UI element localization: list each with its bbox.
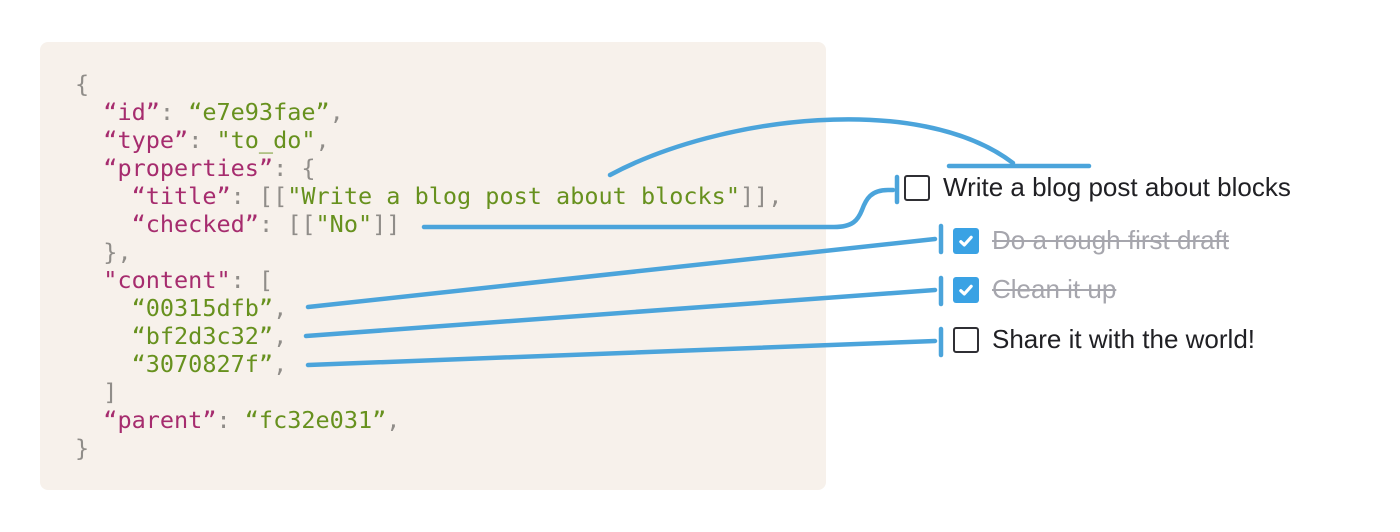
code-line: { (75, 70, 90, 98)
todo-item: Clean it up (953, 271, 1116, 309)
todo-checkbox-unchecked-icon[interactable] (904, 175, 930, 201)
code-line: “00315dfb”, (131, 294, 288, 322)
json-code-panel: { “id”: “e7e93fae”, “type”: "to_do", “pr… (40, 42, 826, 490)
todo-item: Write a blog post about blocks (904, 169, 1291, 207)
code-line: "content": [ (103, 266, 274, 294)
code-line: } (75, 434, 90, 462)
checkmark-icon (959, 235, 973, 247)
todo-item: Share it with the world! (953, 321, 1255, 359)
todo-item: Do a rough first draft (953, 222, 1229, 260)
todo-label: Share it with the world! (992, 324, 1256, 355)
code-line: “type”: "to_do", (103, 126, 330, 154)
todo-checkbox-checked-icon[interactable] (953, 277, 979, 303)
todo-label: Write a blog post about blocks (943, 172, 1291, 203)
code-line: “id”: “e7e93fae”, (103, 98, 344, 126)
todo-checkbox-checked-icon[interactable] (953, 228, 979, 254)
todo-checkbox-unchecked-icon[interactable] (953, 327, 979, 353)
code-line: “properties”: { (103, 154, 316, 182)
todo-label: Do a rough first draft (992, 225, 1229, 256)
code-line: ] (75, 378, 118, 406)
todo-label: Clean it up (992, 274, 1117, 305)
code-line: “parent”: “fc32e031”, (103, 406, 401, 434)
code-line: “bf2d3c32”, (131, 322, 288, 350)
code-line: “checked”: [["No"]] (131, 210, 401, 238)
code-line: }, (75, 238, 132, 266)
code-line: “3070827f”, (131, 350, 288, 378)
checkmark-icon (959, 284, 973, 296)
json-code: { “id”: “e7e93fae”, “type”: "to_do", “pr… (75, 70, 782, 462)
code-line: “title”: [["Write a blog post about bloc… (131, 182, 783, 210)
